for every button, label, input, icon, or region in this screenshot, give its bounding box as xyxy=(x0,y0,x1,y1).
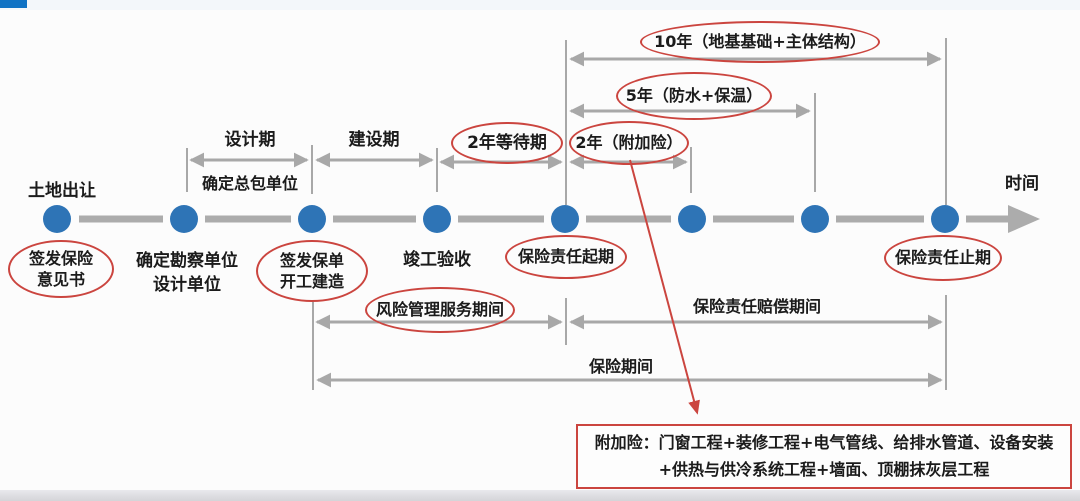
callout-connector-line xyxy=(629,159,700,415)
milestone-label-land-transfer: 土地出让 xyxy=(28,181,96,202)
guide-ticks xyxy=(186,38,947,390)
circled-label-10yr-structure: 10年（地基基础+主体结构） xyxy=(640,21,880,63)
circled-label-line: 开工建造 xyxy=(279,272,344,291)
corner-decoration xyxy=(0,0,27,8)
span-label-construction-period: 建设期 xyxy=(348,130,400,151)
circled-label-liability-end: 保险责任止期 xyxy=(884,235,1002,281)
timeline-dot xyxy=(298,205,326,233)
milestone-label-line: 确定勘察单位 xyxy=(136,251,238,272)
circled-label-line: 签发保单 xyxy=(279,250,344,270)
milestone-label-survey-design: 确定勘察单位 设计单位 xyxy=(136,250,238,298)
circled-label-risk-service-period: 风险管理服务期间 xyxy=(365,287,515,333)
timeline-dot xyxy=(801,205,829,233)
span-label-indemnity-period: 保险责任赔偿期间 xyxy=(692,296,822,316)
timeline-dots xyxy=(43,205,959,233)
timeline-dot xyxy=(170,205,198,233)
milestone-label-general-contractor: 确定总包单位 xyxy=(201,173,299,193)
axis-label-time: 时间 xyxy=(1005,174,1039,195)
timeline-dot xyxy=(551,205,579,233)
circled-label-waiting-period: 2年等待期 xyxy=(451,122,563,164)
circled-label-5yr-waterproof: 5年（防水+保温） xyxy=(616,72,772,120)
timeline-dot xyxy=(43,205,71,233)
span-label-design-period: 设计期 xyxy=(224,130,276,151)
circled-label-policy-issued: 签发保单 开工建造 xyxy=(256,240,368,302)
top-band xyxy=(0,0,1080,10)
circled-label-issue-opinion: 签发保险 意见书 xyxy=(8,240,114,298)
bottom-band xyxy=(0,490,1080,501)
circled-label-line: 签发保险 xyxy=(28,248,93,268)
rider-callout-line: +供热与供冷系统工程+墙面、顶棚抹灰层工程 xyxy=(658,459,990,479)
timeline-dot xyxy=(931,205,959,233)
circled-label-rider-2yr: 2年（附加险） xyxy=(569,121,689,165)
milestone-label-line: 设计单位 xyxy=(153,275,221,295)
rider-callout-line: 附加险：门窗工程+装修工程+电气管线、给排水管道、设备安装 xyxy=(594,433,1054,453)
span-label-insurance-period: 保险期间 xyxy=(588,356,654,376)
timeline-dot xyxy=(678,205,706,233)
timeline-arrowhead xyxy=(1008,205,1040,233)
circled-label-liability-start: 保险责任起期 xyxy=(505,235,627,279)
timeline-dot xyxy=(423,205,451,233)
circled-label-line: 意见书 xyxy=(36,270,85,289)
rider-callout-box: 附加险：门窗工程+装修工程+电气管线、给排水管道、设备安装 +供热与供冷系统工程… xyxy=(576,424,1072,489)
milestone-label-completion: 竣工验收 xyxy=(403,250,471,271)
